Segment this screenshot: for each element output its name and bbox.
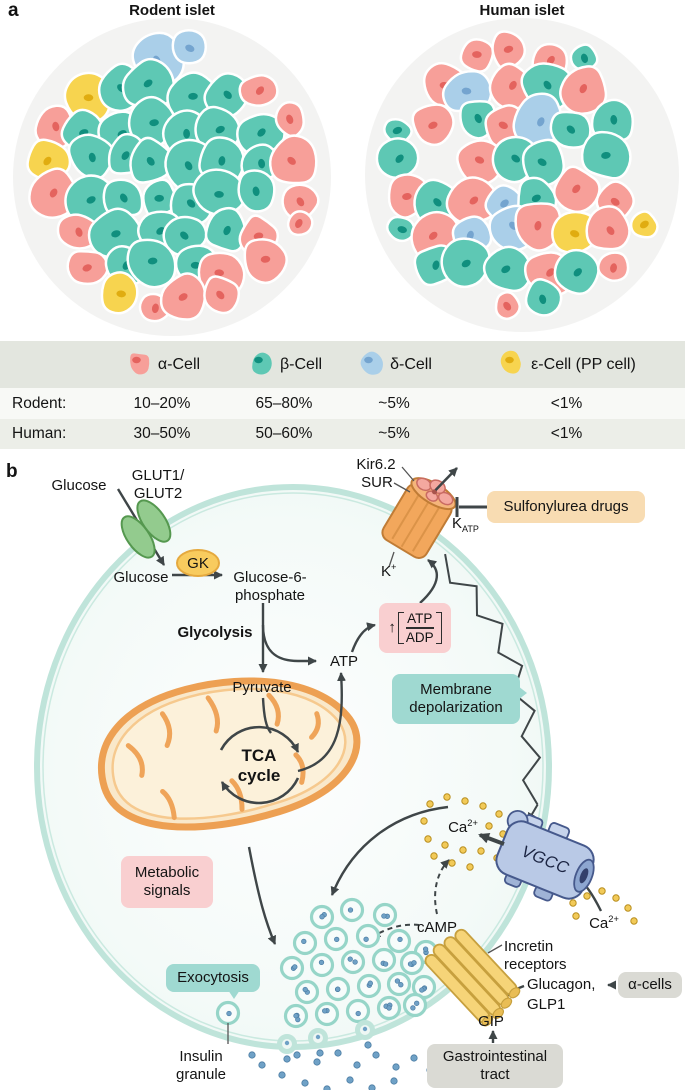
metabolic-signals-box: Metabolic signals (121, 856, 213, 908)
human-islet-title: Human islet (479, 2, 565, 19)
insulin-granule-label: Insulin granule (175, 1048, 227, 1083)
vgcc-calcium-arrow (478, 833, 505, 846)
calcium-ions (420, 793, 638, 925)
k-plus-label: K+ (381, 562, 397, 580)
sur-label: SUR (361, 474, 393, 491)
glycolysis-atp-arrow (261, 624, 317, 666)
katp-channel (381, 467, 458, 559)
pyruvate-label: Pyruvate (232, 679, 292, 696)
cristae (125, 692, 321, 821)
beta-cell-signaling-diagram: b Glucose GLUT1/ GLUT2 Glucose GK Glucos… (0, 455, 685, 1090)
pyruvate-tca-arrow (261, 697, 272, 734)
legend-header-row: α-Cell β-Cell δ-Cell ε-Cell (PP cell) (0, 341, 685, 388)
beta-cell-label: β-Cell (279, 355, 323, 373)
ratio-katp-arrow (419, 559, 438, 604)
glucagon-label: Glucagon, (527, 976, 596, 993)
calcium-out-label: Ca2+ (589, 914, 619, 932)
panel-b-label: b (6, 461, 18, 482)
glucose-in-label: Glucose (113, 569, 169, 586)
secreted-insulin-dots (248, 1041, 434, 1090)
glucose-6-phosphate-label: Glucose-6- phosphate (233, 569, 307, 604)
gastrointestinal-tract-box: Gastrointestinal tract (427, 1044, 563, 1088)
alpha-cell-icon (124, 347, 154, 382)
atp-label: ATP (329, 653, 359, 670)
gip-label: GIP (478, 1013, 504, 1030)
calcium-exocytosis-arrow (330, 805, 449, 896)
glucose-out-label: Glucose (51, 477, 107, 494)
delta-cell-icon (356, 347, 386, 382)
alpha-cells-box: α-cells (618, 972, 682, 998)
panel-a-label: a (8, 0, 19, 21)
vgcc-channel (495, 810, 595, 902)
leader-lines (227, 466, 503, 1044)
glut-transporter (120, 499, 172, 559)
glut1-glut2-label: GLUT1/ GLUT2 (131, 467, 185, 502)
panel-b-graphics (34, 466, 638, 1090)
exocytosis-box: Exocytosis (166, 964, 260, 999)
human-islet-diagram (365, 18, 679, 332)
beta-cell-icon (246, 347, 276, 382)
incretin-receptor (424, 928, 521, 1027)
table-row-human: Human: 30–50% 50–60% ~5% <1% (0, 419, 685, 449)
calcium-in-label: Ca2+ (448, 818, 478, 836)
membrane-depolarization-box: Membrane depolarization (392, 674, 527, 724)
membrane-fusion-pores (277, 1020, 375, 1054)
epsilon-cell-label: ε-Cell (PP cell) (531, 355, 636, 373)
islet-composition-table: α-Cell β-Cell δ-Cell ε-Cell (PP cell) Ro… (0, 341, 685, 449)
up-arrow-icon: ↑ (388, 618, 396, 636)
potassium-efflux-arrow (434, 467, 458, 492)
tca-cycle-label: TCA cycle (237, 746, 281, 786)
camp-label: cAMP (416, 919, 458, 936)
delta-cell-label: δ-Cell (390, 355, 432, 373)
tca-atp-arrow (297, 672, 346, 773)
epsilon-cell-icon (497, 347, 527, 382)
incretin-receptors-label: Incretin receptors (504, 938, 567, 973)
metabolic-exocytosis-arrow (247, 846, 277, 945)
kir62-label: Kir6.2 (356, 456, 396, 473)
table-row-rodent: Rodent: 10–20% 65–80% ~5% <1% (0, 388, 685, 419)
sulfonylurea-inhibition-bar (455, 497, 488, 517)
pathway-arrows (116, 488, 616, 1043)
sulfonylurea-drugs-box: Sulfonylurea drugs (487, 491, 645, 523)
rodent-islet-diagram (13, 18, 331, 336)
katp-label: KATP (452, 515, 479, 534)
tca-cycle-arrows (219, 725, 300, 805)
atp-ratio-arrow (350, 622, 376, 653)
mitochondrion (97, 677, 361, 831)
glycolysis-label: Glycolysis (177, 624, 253, 641)
glp1-label: GLP1 (527, 996, 566, 1013)
gk-label: GK (187, 555, 209, 572)
camp-calcium-dashed-arrow (434, 859, 450, 915)
rodent-islet-title: Rodent islet (129, 2, 215, 19)
gk-enzyme-oval (176, 549, 220, 577)
alpha-cell-label: α-Cell (157, 355, 201, 373)
